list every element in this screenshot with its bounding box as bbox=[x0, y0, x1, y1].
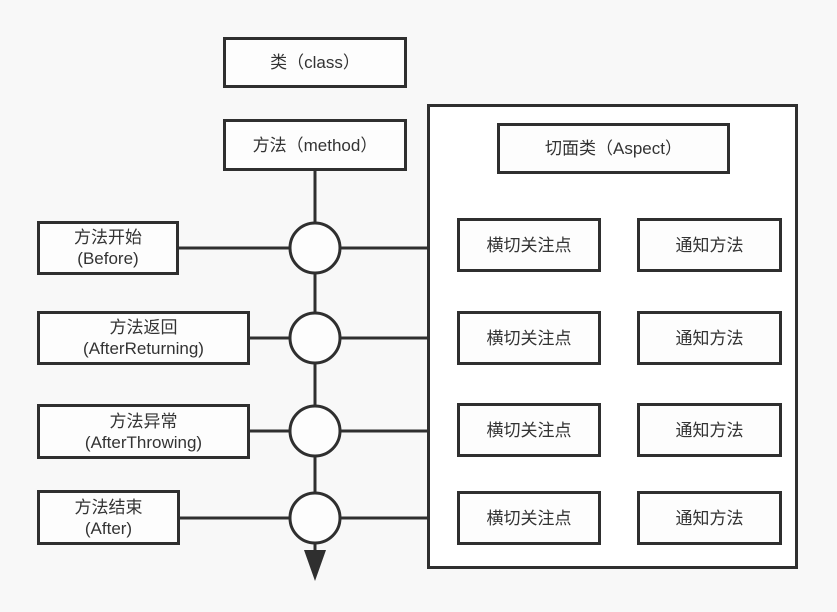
node-advice-4-label: 通知方法 bbox=[675, 508, 744, 528]
node-advice-1: 通知方法 bbox=[637, 218, 782, 272]
node-after-subtitle: (After) bbox=[84, 518, 133, 538]
node-method: 方法（method） bbox=[223, 119, 407, 171]
node-afterthrowing-subtitle: (AfterThrowing) bbox=[84, 432, 203, 452]
node-after: 方法结束 (After) bbox=[37, 490, 180, 545]
node-concern-1-label: 横切关注点 bbox=[486, 235, 572, 255]
node-afterreturning-subtitle: (AfterReturning) bbox=[83, 339, 204, 358]
node-concern-4-label: 横切关注点 bbox=[486, 508, 572, 528]
joinpoint-circle-after bbox=[288, 491, 342, 545]
node-before-subtitle: (Before) bbox=[77, 249, 139, 268]
node-concern-2-label: 横切关注点 bbox=[486, 328, 572, 348]
node-concern-2: 横切关注点 bbox=[457, 311, 601, 365]
node-aspect-label: 切面类（Aspect） bbox=[545, 139, 682, 158]
node-before-title: 方法开始 bbox=[74, 228, 142, 247]
node-advice-2-label: 通知方法 bbox=[675, 328, 744, 348]
node-afterthrowing: 方法异常 (AfterThrowing) bbox=[37, 404, 250, 459]
node-advice-1-label: 通知方法 bbox=[675, 235, 744, 255]
node-concern-4: 横切关注点 bbox=[457, 491, 601, 545]
node-concern-3: 横切关注点 bbox=[457, 403, 601, 457]
node-aspect: 切面类（Aspect） bbox=[497, 123, 730, 174]
node-advice-3-label: 通知方法 bbox=[675, 420, 744, 440]
node-method-label: 方法（method） bbox=[252, 135, 378, 155]
node-before: 方法开始 (Before) bbox=[37, 221, 179, 275]
node-advice-2: 通知方法 bbox=[637, 311, 782, 365]
node-class-label: 类（class） bbox=[270, 53, 360, 72]
arrow-down-icon bbox=[304, 550, 326, 581]
node-concern-3-label: 横切关注点 bbox=[486, 420, 572, 440]
node-afterthrowing-title: 方法异常 bbox=[109, 411, 178, 431]
aspect-container: 切面类（Aspect） 横切关注点 通知方法 横切关注点 通知方法 横切关注点 … bbox=[427, 104, 798, 569]
joinpoint-circle-afterreturning bbox=[288, 311, 342, 365]
node-advice-4: 通知方法 bbox=[637, 491, 782, 545]
node-afterreturning-title: 方法返回 bbox=[109, 318, 178, 337]
node-afterreturning: 方法返回 (AfterReturning) bbox=[37, 311, 250, 365]
node-concern-1: 横切关注点 bbox=[457, 218, 601, 272]
node-advice-3: 通知方法 bbox=[637, 403, 782, 457]
joinpoint-circle-afterthrowing bbox=[288, 404, 342, 458]
node-after-title: 方法结束 bbox=[74, 497, 143, 517]
node-class: 类（class） bbox=[223, 37, 407, 88]
joinpoint-circle-before bbox=[288, 221, 342, 275]
